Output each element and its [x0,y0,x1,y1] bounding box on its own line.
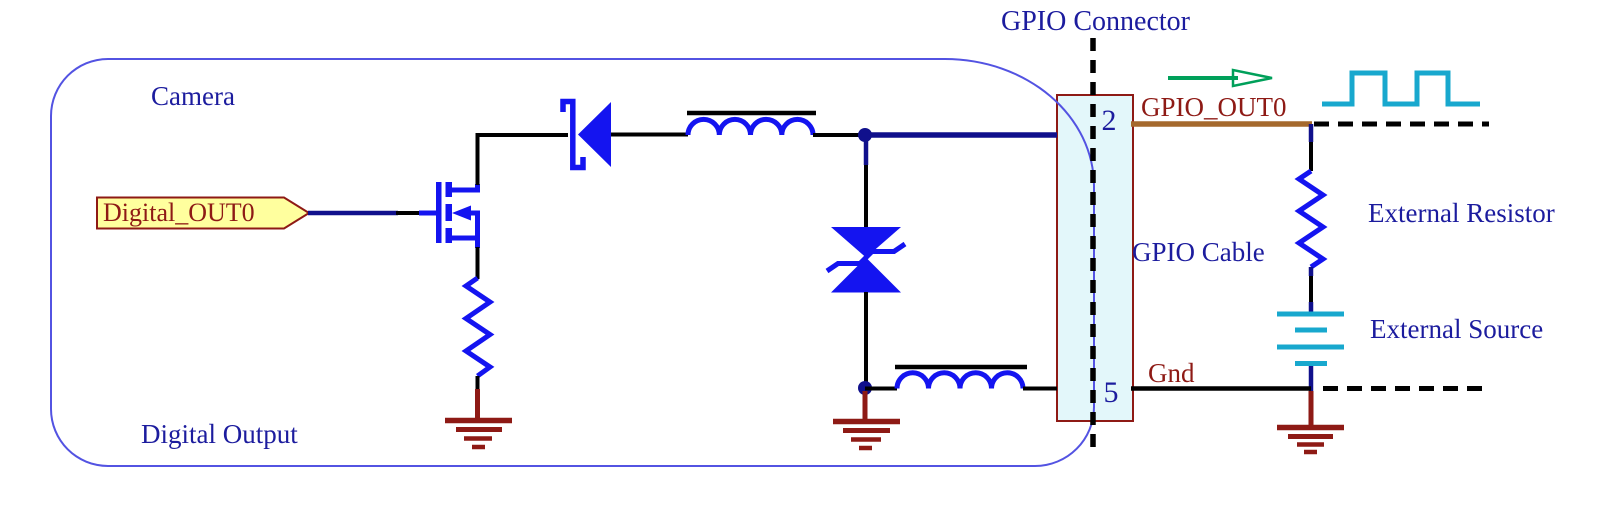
gpio-connector-title: GPIO Connector [1001,6,1190,37]
direction-arrow-icon [1168,68,1273,88]
schottky-diode-icon [560,98,611,171]
ground-icon-middle [833,391,900,451]
mosfet-icon [419,182,480,248]
external-source-label: External Source [1370,314,1544,344]
connector-pin-2: 2 [1101,104,1117,137]
external-resistor-icon [1294,168,1328,270]
external-resistor-label: External Resistor [1368,198,1555,228]
connector-pin-5: 5 [1103,376,1119,409]
drain-rail-wire [475,133,568,185]
ground-icon-left [445,389,512,450]
camera-label: Camera [151,81,235,111]
ferrite-bead-bottom-icon [894,364,1027,389]
gnd-signal-label: Gnd [1148,358,1195,388]
tvs-diode-icon [825,227,907,293]
gpio-out0-signal-label: GPIO_OUT0 [1141,92,1287,122]
digital-output-label: Digital Output [141,419,298,449]
ferrite-bead-top-icon [685,110,816,136]
net-tag-label: Digital_OUT0 [103,198,255,227]
pulldown-resistor-icon [461,275,495,379]
battery-icon [1277,311,1344,366]
net-tag [96,196,311,230]
ground-icon-right [1277,391,1344,455]
square-wave-icon [1322,70,1480,107]
gpio-cable-label: GPIO Cable [1132,237,1265,267]
